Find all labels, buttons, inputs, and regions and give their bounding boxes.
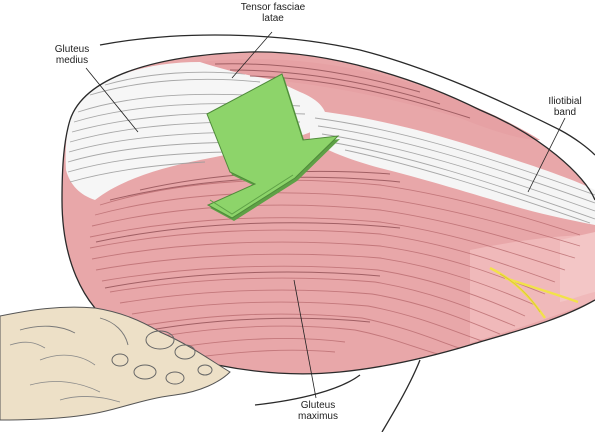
label-iliotibial-band: Iliotibial band [540, 96, 590, 118]
label-tensor-line2: latae [262, 13, 284, 24]
label-iliotibial-line2: band [553, 107, 577, 118]
label-gluteus-medius: Gluteus medius [42, 44, 102, 66]
iliotibial-band [310, 110, 595, 225]
sciatic-nerve [489, 266, 579, 319]
label-gluteus-medius-line1: Gluteus [54, 44, 90, 55]
leader-gluteus-medius [85, 67, 139, 133]
label-gluteus-maximus: Gluteus maximus [290, 400, 346, 422]
label-tensor-line1: Tensor fasciae [240, 2, 306, 13]
body-outline [61, 34, 595, 432]
label-gluteus-maximus-line1: Gluteus [300, 400, 336, 411]
label-iliotibial-line1: Iliotibial [548, 96, 582, 107]
label-tensor-fasciae-latae: Tensor fasciae latae [228, 2, 318, 24]
leader-iliotibial [527, 117, 566, 193]
leader-gluteus-maximus [293, 279, 317, 399]
leader-tensor [231, 31, 273, 79]
label-gluteus-maximus-line2: maximus [297, 411, 338, 422]
label-gluteus-medius-line2: medius [55, 55, 89, 66]
pelvis-bone [0, 306, 231, 421]
pressure-arrow [206, 73, 340, 221]
